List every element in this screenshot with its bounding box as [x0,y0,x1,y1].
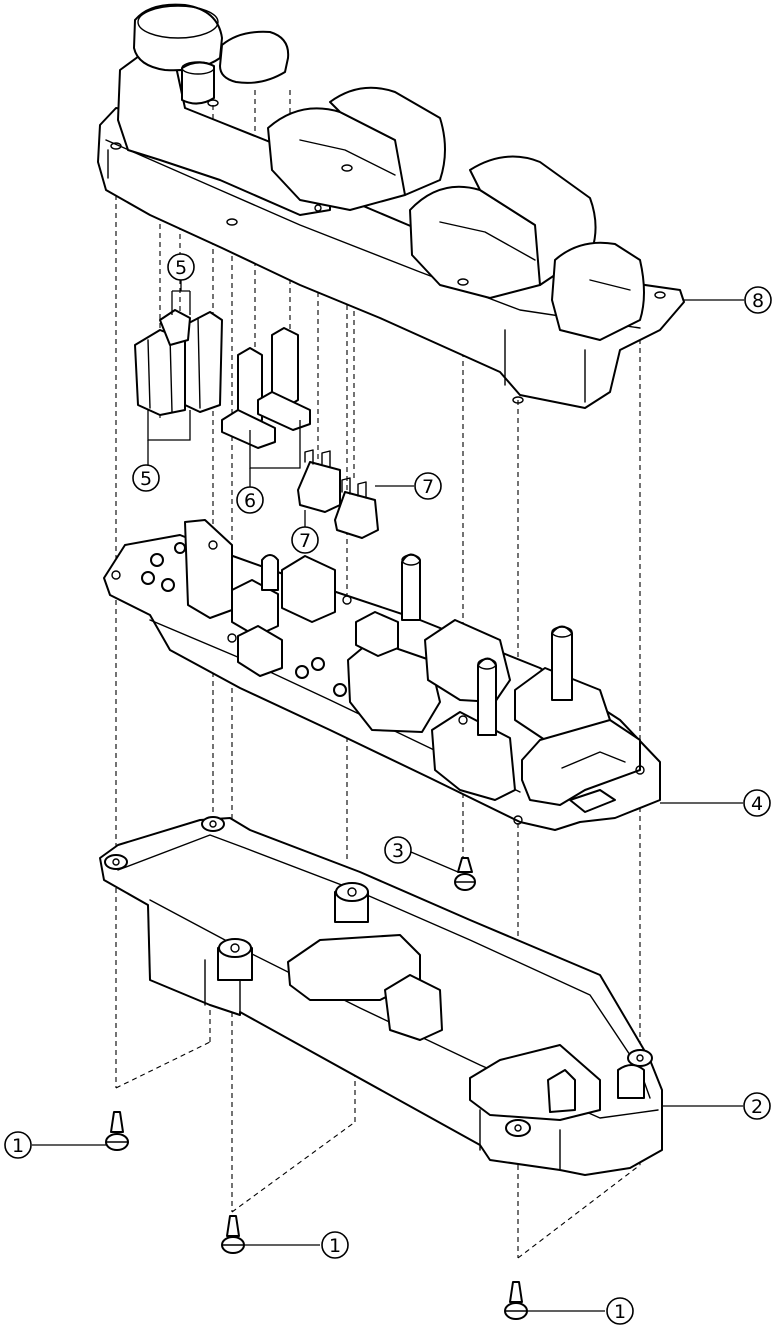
callout-5-top: 5 [167,253,195,281]
small-screw [454,857,476,891]
callout-6-label: 6 [244,490,256,512]
callout-6: 6 [236,486,264,514]
callout-7-lower-label: 7 [299,530,311,552]
screw-left [105,1111,129,1151]
callout-8: 8 [744,286,772,314]
callout-3: 3 [384,836,412,864]
callout-7-right: 7 [414,472,442,500]
circuit-board [103,519,661,831]
rubber-contact-parts [297,449,379,539]
leader-lines [32,280,744,1312]
callout-2-label: 2 [751,1096,763,1118]
screw-right [504,1281,528,1320]
callout-5-top-label: 5 [175,257,187,279]
callout-1-middle-label: 1 [329,1235,341,1257]
terminal-contact-parts [221,327,311,449]
callout-8-label: 8 [752,290,764,312]
callout-3-label: 3 [392,840,404,862]
knob-contact-parts [134,309,223,416]
callout-1-right-label: 1 [614,1301,626,1323]
callout-1-left-label: 1 [12,1135,24,1157]
callout-1-right: 1 [606,1297,634,1325]
callout-4: 4 [743,789,771,817]
callout-1-left: 1 [4,1131,32,1159]
callout-5-bottom-label: 5 [140,468,152,490]
callout-4-label: 4 [751,793,763,815]
screw-middle [221,1215,245,1254]
callout-7-lower: 7 [291,526,319,554]
callout-7-right-label: 7 [422,476,434,498]
switch-panel-housing [97,3,685,409]
callout-1-middle: 1 [321,1231,349,1259]
lower-case [99,816,663,1176]
callout-5-bottom: 5 [132,464,160,492]
callout-2: 2 [743,1092,771,1120]
